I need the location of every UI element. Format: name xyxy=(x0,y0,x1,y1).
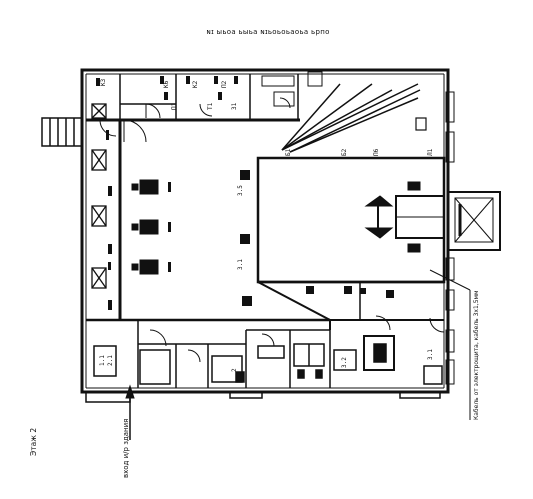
floor-label: Этаж 2 xyxy=(29,428,38,456)
podium xyxy=(364,181,445,253)
bottom-rooms xyxy=(93,320,443,388)
side-note: Кабель от электрощита, кабель 3х1,5мм xyxy=(473,290,480,420)
room-code: Б1 xyxy=(285,148,292,156)
stage-block xyxy=(256,156,446,330)
room-code: Л1 xyxy=(427,148,434,156)
room-code: З1 xyxy=(231,102,238,110)
room-code: П1 xyxy=(171,102,178,110)
projection-lines xyxy=(281,83,421,153)
room-code: КЗ xyxy=(100,78,107,86)
right-wall-elements xyxy=(445,91,455,385)
left-wall-windows xyxy=(91,103,107,289)
area-tag: 3.1 xyxy=(237,259,244,270)
room-code: Т1 xyxy=(207,102,214,110)
room-code: 2.1 xyxy=(107,355,114,366)
room-code: 1.1 xyxy=(99,355,106,366)
room-code: К6 xyxy=(163,80,170,88)
fixture-tags xyxy=(106,130,171,272)
area-tag: 2 xyxy=(231,368,238,372)
hall-walls xyxy=(86,120,330,322)
entrance-arrow xyxy=(125,384,135,440)
room-code: К2 xyxy=(192,80,199,88)
stage-equipment xyxy=(240,117,427,306)
room-code-labels: КЗ К6 К2 П2 П1 Т1 З1 Б1 Б2 П6 Л1 1.1 2.1 xyxy=(99,78,434,366)
plan-title: ɴɪ ыьоа ьыьа ɴɪьоьоьаоьа ьрпо xyxy=(206,28,329,36)
hall-fixtures xyxy=(131,179,159,275)
area-tag: 3.1 xyxy=(427,349,434,360)
left-wall-outlets xyxy=(96,76,238,310)
entrance-note: вход и/р здания xyxy=(122,419,130,478)
room-code: П6 xyxy=(373,148,380,156)
annotation-leader xyxy=(429,269,471,420)
area-tag: 3.2 xyxy=(341,357,348,368)
entry-canopy xyxy=(41,117,83,147)
room-area-tags: 2 3.2 3.5 3.1 3.1 xyxy=(231,185,434,372)
room-code: П2 xyxy=(221,80,228,88)
right-annex xyxy=(447,191,501,251)
door-swings xyxy=(99,97,445,363)
room-code: Б2 xyxy=(341,148,348,156)
area-tag: 3.5 xyxy=(237,185,244,196)
